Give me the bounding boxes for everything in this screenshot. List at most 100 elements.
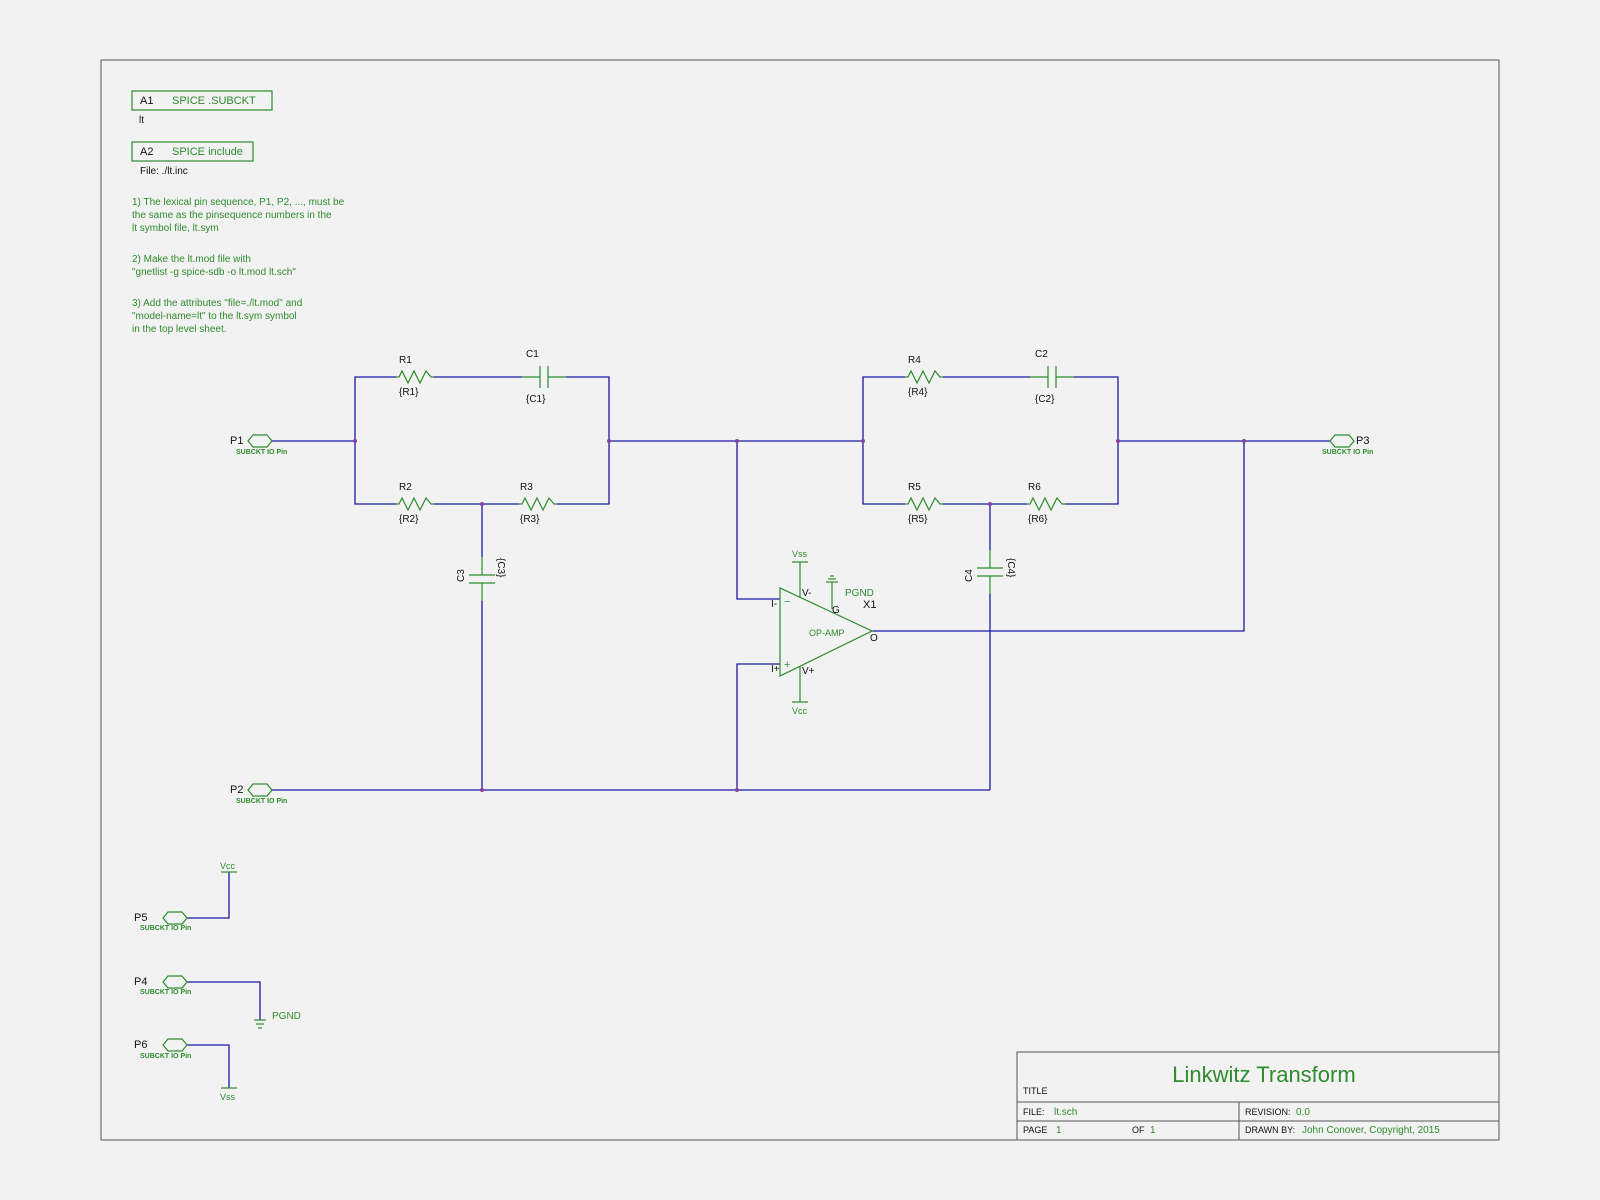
opamp-pin-inv: I- — [771, 599, 777, 610]
resistor-r2-ref: R2 — [399, 482, 412, 493]
attribute-a2: A2 SPICE include File: ./lt.inc — [131, 141, 254, 177]
file-value: lt.sch — [1054, 1107, 1077, 1118]
resistor-r3-ref: R3 — [520, 482, 533, 493]
sheet-border — [100, 59, 1500, 1141]
opamp-pin-vneg: V- — [802, 588, 811, 599]
notes: 1) The lexical pin sequence, P1, P2, ...… — [132, 197, 345, 335]
port-p3-label: P3 — [1356, 435, 1369, 447]
resistor-r6-value: {R6} — [1028, 514, 1048, 525]
opamp-x1[interactable]: Vss Vcc PGND X1 OP-AMP I- I+ V- V+ G O −… — [771, 549, 878, 716]
port-p5-type: SUBCKT IO Pin — [140, 925, 191, 932]
junction — [480, 788, 484, 792]
attribute-a2-id: A2 — [140, 146, 153, 158]
opamp-pin-out: O — [870, 633, 878, 644]
capacitor-c3[interactable]: C3 {C3} — [456, 556, 506, 602]
attribute-a2-value: File: ./lt.inc — [140, 166, 188, 177]
note-3-line-1: 3) Add the attributes "file=./lt.mod" an… — [132, 298, 302, 309]
revision-label: REVISION: — [1245, 1107, 1291, 1117]
page-value: 1 — [1056, 1125, 1062, 1136]
note-3-line-2: "model-name=lt" to the lt.sym symbol — [132, 311, 297, 322]
resistor-r4-ref: R4 — [908, 355, 921, 366]
resistor-r4[interactable]: R4 {R4} — [904, 355, 944, 398]
capacitor-c4[interactable]: C4 {C4} — [964, 549, 1016, 595]
capacitor-c1[interactable]: C1 {C1} — [521, 349, 567, 405]
resistor-r5-value: {R5} — [908, 514, 928, 525]
port-p6[interactable]: P6 SUBCKT IO Pin — [134, 1038, 191, 1060]
of-label: OF — [1132, 1125, 1145, 1135]
drawn-by-label: DRAWN BY: — [1245, 1125, 1295, 1135]
resistor-r2[interactable]: R2 {R2} — [395, 482, 435, 525]
opamp-vss-label: Vss — [792, 549, 808, 559]
capacitor-c2-ref: C2 — [1035, 349, 1048, 360]
junction — [988, 502, 992, 506]
opamp-pin-vpos: V+ — [802, 666, 815, 677]
junction — [607, 439, 611, 443]
capacitor-c2[interactable]: C2 {C2} — [1029, 349, 1075, 405]
port-p2-type: SUBCKT IO Pin — [236, 798, 287, 805]
power-vcc-symbol: Vcc — [220, 861, 237, 873]
resistor-r1[interactable]: R1 {R1} — [395, 355, 435, 398]
note-1-line-2: the same as the pinsequence numbers in t… — [132, 210, 332, 221]
capacitor-c1-ref: C1 — [526, 349, 539, 360]
power-pgnd-symbol: PGND — [254, 1011, 301, 1029]
power-pgnd-label: PGND — [272, 1011, 301, 1022]
opamp-ref: X1 — [863, 599, 876, 611]
junction — [735, 439, 739, 443]
power-vcc-label: Vcc — [220, 861, 236, 871]
port-p5[interactable]: P5 SUBCKT IO Pin — [134, 911, 191, 932]
port-p6-label: P6 — [134, 1039, 147, 1051]
port-p5-label: P5 — [134, 912, 147, 924]
resistor-r6[interactable]: R6 {R6} — [1026, 482, 1066, 525]
capacitor-c4-value: {C4} — [1005, 558, 1016, 578]
port-p2[interactable]: P2 SUBCKT IO Pin — [230, 783, 287, 805]
opamp-pgnd-label: PGND — [845, 588, 874, 599]
port-p1[interactable]: P1 SUBCKT IO Pin — [230, 434, 287, 456]
title-text: Linkwitz Transform — [1172, 1062, 1355, 1087]
resistor-r4-value: {R4} — [908, 387, 928, 398]
resistor-r3[interactable]: R3 {R3} — [518, 482, 558, 525]
note-2-line-1: 2) Make the lt.mod file with — [132, 254, 251, 265]
junction — [1242, 439, 1246, 443]
opamp-pin-gnd: G — [832, 605, 840, 616]
attribute-a1-label: SPICE .SUBCKT — [172, 95, 256, 107]
port-p3-type: SUBCKT IO Pin — [1322, 449, 1373, 456]
resistor-r6-ref: R6 — [1028, 482, 1041, 493]
capacitor-c2-value: {C2} — [1035, 394, 1055, 405]
resistor-r1-value: {R1} — [399, 387, 419, 398]
note-1-line-3: lt symbol file, lt.sym — [132, 223, 219, 234]
junctions — [353, 439, 1246, 792]
port-p4-label: P4 — [134, 976, 147, 988]
junction — [861, 439, 865, 443]
power-vss-label: Vss — [220, 1092, 236, 1102]
port-p3[interactable]: P3 SUBCKT IO Pin — [1322, 434, 1373, 456]
opamp-vcc-label: Vcc — [792, 706, 808, 716]
port-p4-type: SUBCKT IO Pin — [140, 989, 191, 996]
resistor-r3-value: {R3} — [520, 514, 540, 525]
port-p6-type: SUBCKT IO Pin — [140, 1053, 191, 1060]
title-block: TITLE Linkwitz Transform FILE: lt.sch PA… — [1016, 1051, 1500, 1141]
resistor-r5[interactable]: R5 {R5} — [904, 482, 944, 525]
resistor-r2-value: {R2} — [399, 514, 419, 525]
revision-value: 0.0 — [1296, 1107, 1310, 1118]
port-p4[interactable]: P4 SUBCKT IO Pin — [134, 975, 191, 996]
note-2-line-2: "gnetlist -g spice-sdb -o lt.mod lt.sch" — [132, 267, 296, 278]
attribute-a1-value: lt — [139, 115, 144, 126]
attribute-a2-label: SPICE include — [172, 146, 243, 158]
opamp-minus-sign: − — [784, 596, 790, 608]
drawn-by-value: John Conover, Copyright, 2015 — [1302, 1125, 1440, 1136]
attribute-a1-id: A1 — [140, 95, 153, 107]
wires — [187, 376, 1330, 1088]
capacitor-c3-ref: C3 — [456, 569, 467, 582]
opamp-label: OP-AMP — [809, 628, 845, 638]
resistor-r1-ref: R1 — [399, 355, 412, 366]
file-label: FILE: — [1023, 1107, 1045, 1117]
opamp-plus-sign: + — [784, 659, 790, 671]
port-p2-label: P2 — [230, 784, 243, 796]
note-1-line-1: 1) The lexical pin sequence, P1, P2, ...… — [132, 197, 345, 208]
power-vss-symbol: Vss — [220, 1087, 237, 1102]
title-label: TITLE — [1023, 1086, 1048, 1096]
junction — [480, 502, 484, 506]
opamp-pin-noninv: I+ — [771, 664, 780, 675]
capacitor-c4-ref: C4 — [964, 569, 975, 582]
